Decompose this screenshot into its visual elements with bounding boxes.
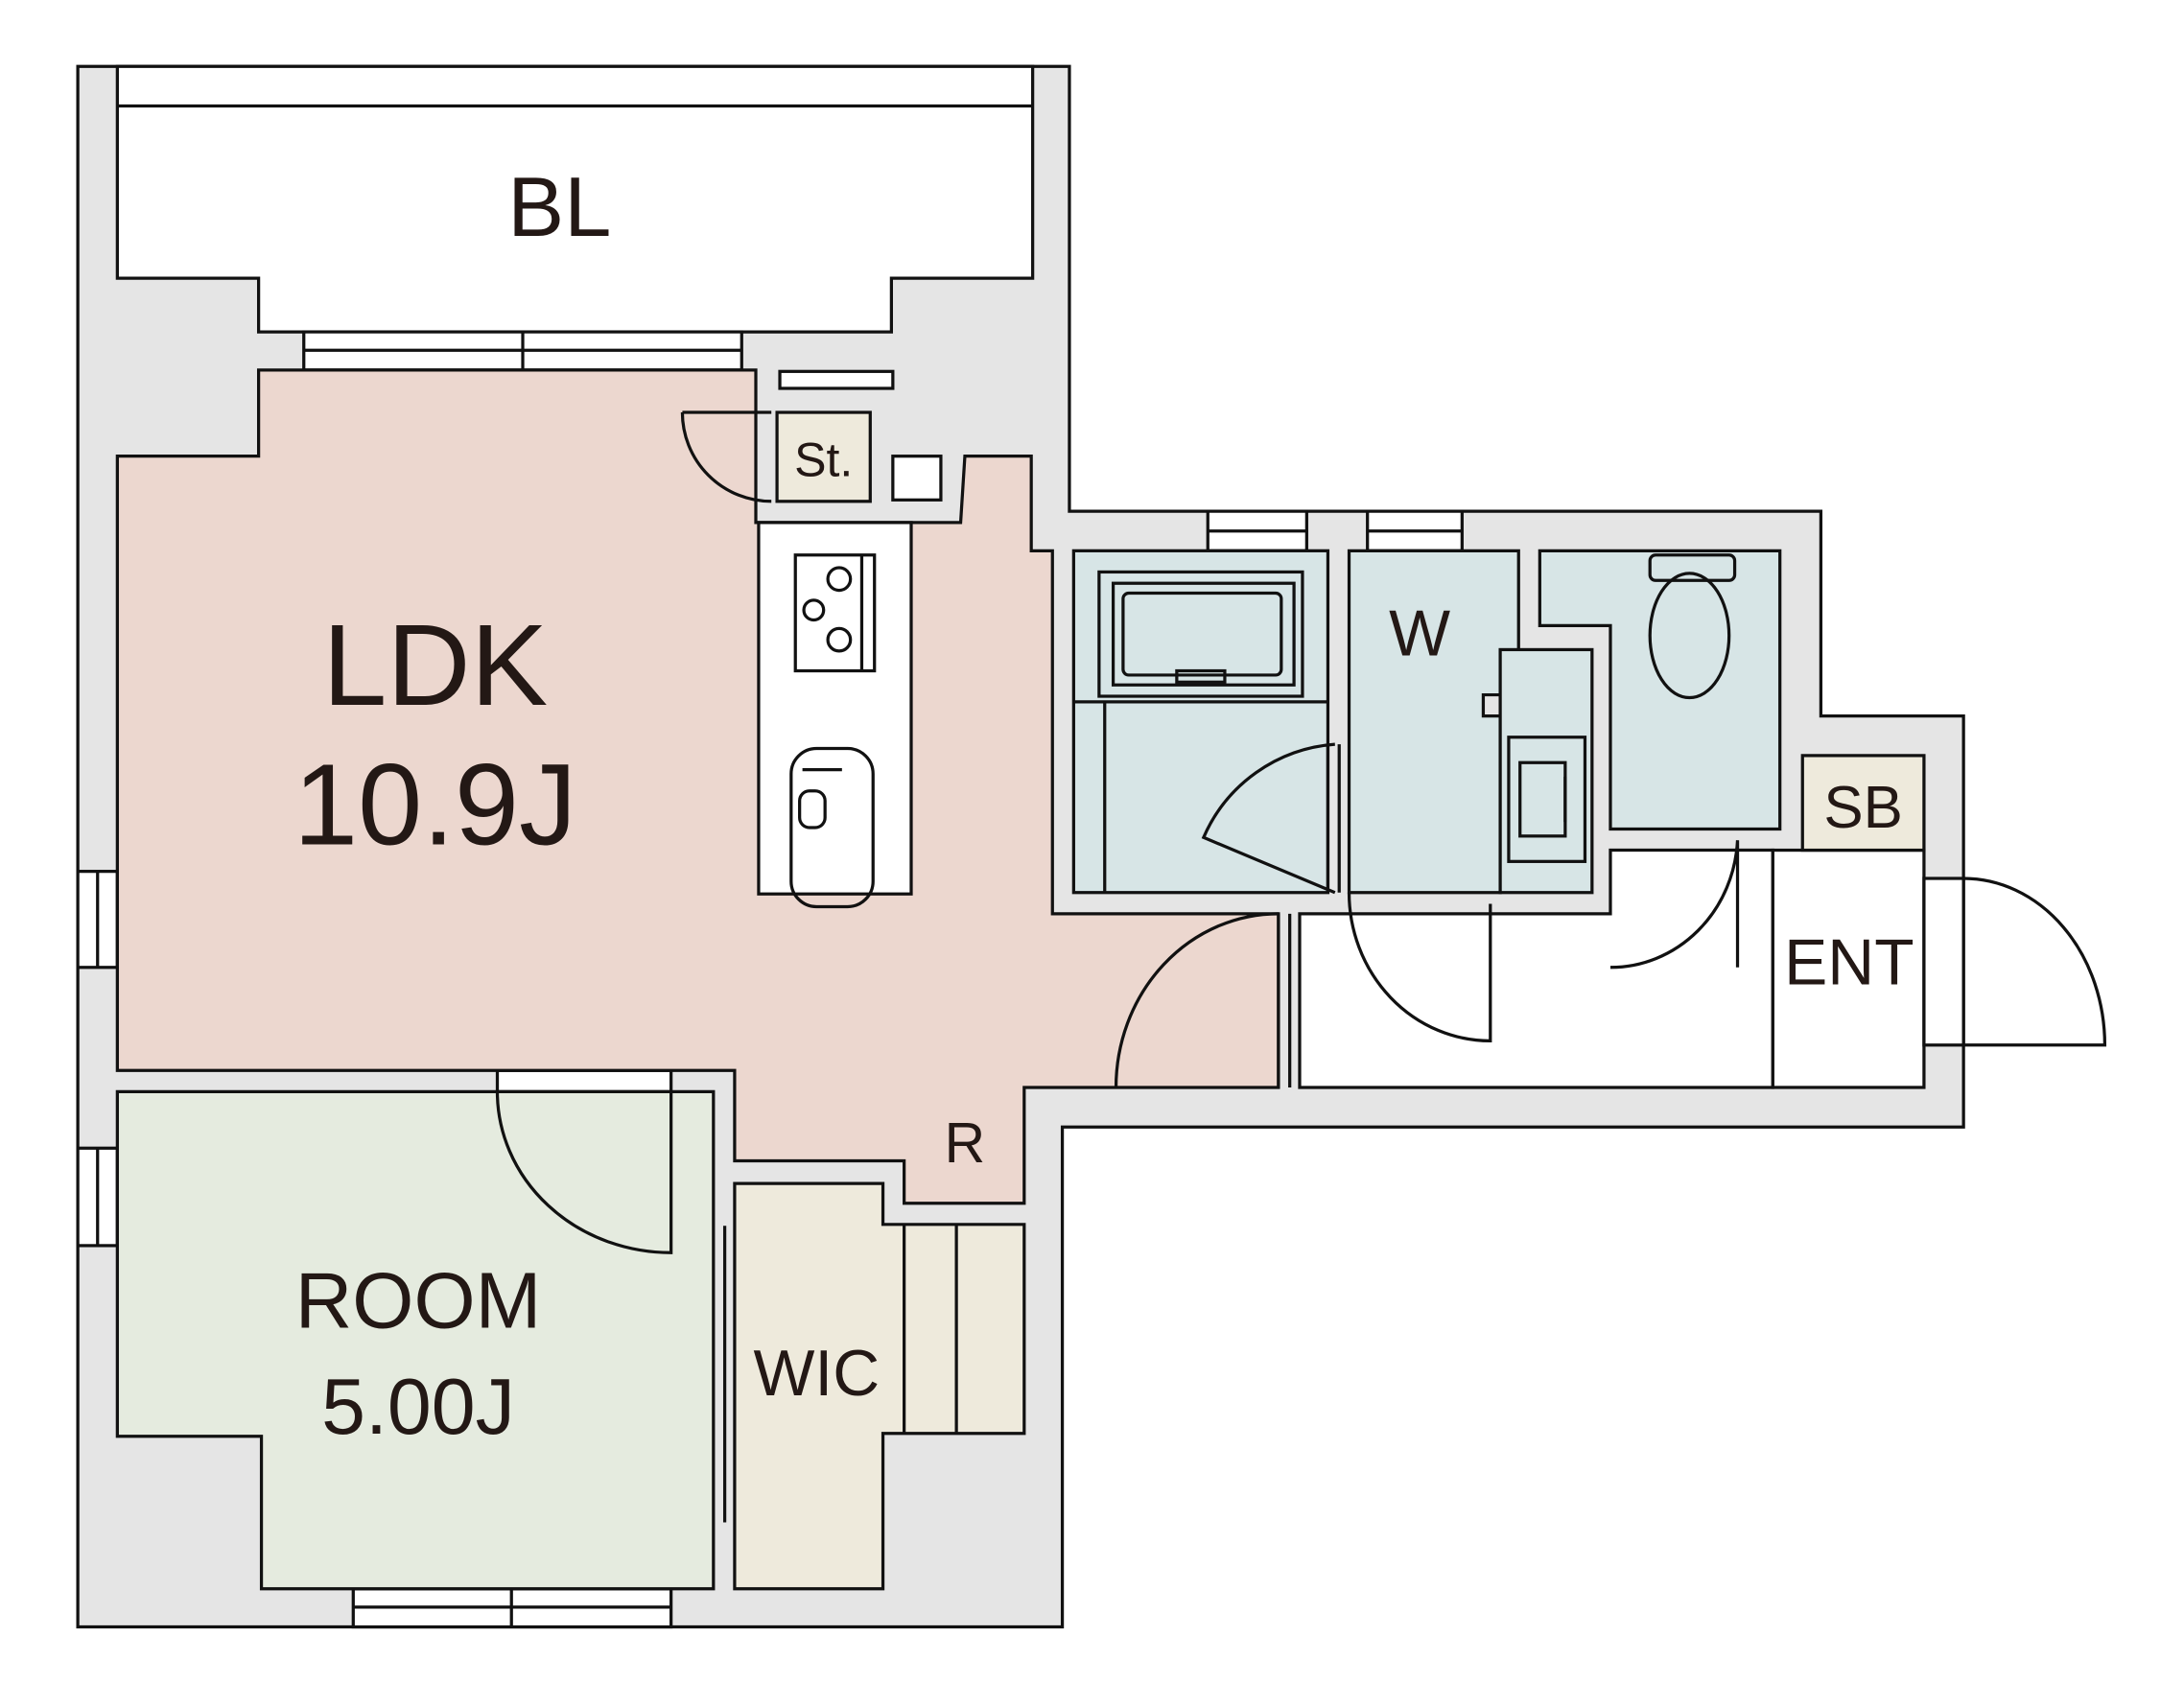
storage-door[interactable] bbox=[680, 410, 772, 503]
shoe-box bbox=[1800, 754, 1926, 853]
washroom-door[interactable] bbox=[1347, 892, 1492, 1042]
label-wic: WIC bbox=[753, 1338, 880, 1410]
entrance-door-frame bbox=[1922, 876, 1965, 1047]
label-ldk: LDK bbox=[322, 600, 548, 730]
bath-door[interactable] bbox=[1201, 742, 1341, 895]
fridge-shelf bbox=[778, 369, 895, 390]
toilet-room bbox=[1538, 549, 1782, 831]
label-entrance: ENT bbox=[1784, 926, 1914, 998]
label-refrigerator: R bbox=[945, 1112, 986, 1175]
ldk-door[interactable] bbox=[1114, 912, 1279, 1087]
toilet-door[interactable] bbox=[1609, 840, 1740, 970]
windows bbox=[76, 330, 1464, 1629]
room-door[interactable] bbox=[495, 1091, 673, 1254]
label-shoebox: SB bbox=[1823, 775, 1903, 841]
label-balcony: BL bbox=[507, 159, 611, 254]
storage-closet bbox=[775, 410, 872, 503]
toilet-icon bbox=[1648, 553, 1737, 700]
label-ldk-size: 10.9J bbox=[294, 740, 576, 870]
bathroom bbox=[1071, 549, 1330, 895]
label-storage: St. bbox=[794, 432, 853, 486]
sink-icon bbox=[789, 746, 875, 909]
stove-icon bbox=[793, 553, 877, 673]
washbasin-icon bbox=[1507, 736, 1587, 863]
entrance-door[interactable] bbox=[1963, 876, 2107, 1047]
balcony-area bbox=[115, 64, 1035, 334]
label-room: ROOM bbox=[295, 1256, 542, 1344]
pipe-space bbox=[891, 455, 943, 502]
wic-floor bbox=[733, 1181, 1026, 1591]
label-washroom: W bbox=[1389, 597, 1450, 669]
label-room-size: 5.00J bbox=[321, 1363, 515, 1451]
vanity-area bbox=[1498, 647, 1594, 895]
washroom bbox=[1347, 549, 1520, 895]
room-floor bbox=[115, 1089, 716, 1591]
bathtub-icon bbox=[1097, 570, 1304, 698]
